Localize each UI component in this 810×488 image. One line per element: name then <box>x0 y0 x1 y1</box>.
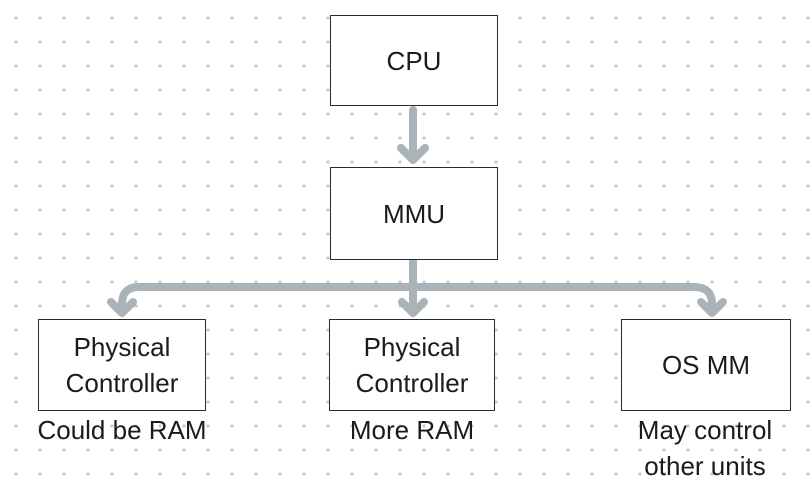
mmu-label: MMU <box>382 198 446 229</box>
physical-controller-2-line2: Controller <box>355 368 469 398</box>
os-mm-box: OS MM <box>621 319 791 411</box>
arrow-to-physical-controller-1 <box>107 298 137 317</box>
caption-may-control-line2: other units <box>644 451 766 481</box>
os-mm-label: OS MM <box>661 350 751 380</box>
arrow-to-physical-controller-2 <box>398 283 428 317</box>
cpu-box: CPU <box>330 15 498 106</box>
arrow-cpu-to-mmu <box>397 106 429 164</box>
cpu-label: CPU <box>386 45 442 76</box>
mmu-box: MMU <box>330 167 498 260</box>
physical-controller-2-line1: Physical <box>363 332 461 362</box>
physical-controller-box-2: Physical Controller <box>329 319 495 411</box>
caption-may-control-line1: May control <box>637 415 773 445</box>
physical-controller-1-line1: Physical <box>73 332 171 362</box>
caption-may-control: May control other units <box>605 412 805 484</box>
physical-controller-box-1: Physical Controller <box>38 319 206 411</box>
arrow-to-os-mm <box>697 298 727 317</box>
physical-controller-1-line2: Controller <box>65 368 179 398</box>
caption-could-be-ram: Could be RAM <box>37 415 207 445</box>
caption-more-ram: More RAM <box>349 415 475 445</box>
